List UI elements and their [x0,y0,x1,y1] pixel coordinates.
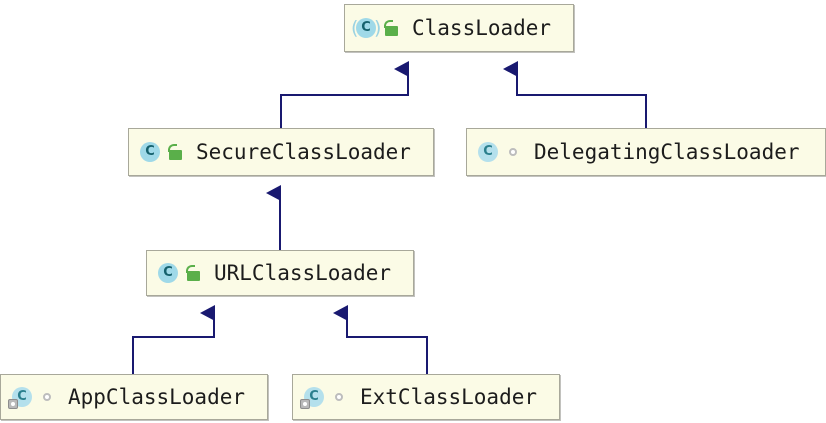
edge-app-to-url [132,305,215,374]
lock-shackle [384,20,393,28]
node-icons: C [474,138,525,166]
node-icons: ( C ) [351,14,403,42]
package-dot [335,393,343,401]
node-icons: C [154,259,205,287]
node-delegating-class-loader[interactable]: C DelegatingClassLoader [466,128,826,176]
class-disc [478,142,498,162]
class-letter: C [309,389,319,404]
node-label: ClassLoader [412,16,552,40]
static-class-icon: C [8,383,36,411]
node-icons: C [8,383,59,411]
package-private-icon [505,141,525,163]
node-secure-class-loader[interactable]: C SecureClassLoader [128,128,434,176]
abstract-paren-left: ( [351,17,359,39]
node-icons: C [136,138,187,166]
node-icons: C [300,383,351,411]
node-ext-class-loader[interactable]: C ExtClassLoader [292,374,560,420]
package-dot [43,393,51,401]
class-disc [158,263,178,283]
abstract-class-icon: ( C ) [351,14,382,42]
node-label: URLClassLoader [214,261,392,285]
node-label: SecureClassLoader [196,140,411,164]
static-marker-icon [8,399,18,409]
node-app-class-loader[interactable]: C AppClassLoader [0,374,268,420]
edge-ext-to-url [333,305,428,374]
package-private-icon [39,386,59,408]
class-disc [356,18,376,38]
node-label: AppClassLoader [68,385,246,409]
class-letter: C [483,144,493,159]
package-dot [509,148,517,156]
public-lock-icon [167,141,187,163]
abstract-paren-right: ) [374,17,382,39]
public-lock-icon [185,262,205,284]
class-icon: C [474,138,502,166]
lock-shackle [186,265,195,273]
public-lock-icon [383,17,403,39]
class-icon: C [154,259,182,287]
class-letter: C [145,144,155,159]
lock-body [385,26,398,36]
class-disc [140,142,160,162]
class-letter: C [17,389,27,404]
node-class-loader[interactable]: ( C ) ClassLoader [344,4,574,52]
edge-delegating-to-classloader [503,61,647,128]
node-label: DelegatingClassLoader [534,140,800,164]
class-letter: C [361,20,371,35]
static-class-icon: C [300,383,328,411]
node-url-class-loader[interactable]: C URLClassLoader [146,250,414,296]
static-marker-icon [300,399,310,409]
class-icon: C [136,138,164,166]
edge-secure-to-classloader [280,61,409,128]
node-label: ExtClassLoader [360,385,538,409]
class-letter: C [163,265,173,280]
lock-shackle [168,144,177,152]
lock-body [187,271,200,281]
package-private-icon [331,386,351,408]
lock-body [169,150,182,160]
